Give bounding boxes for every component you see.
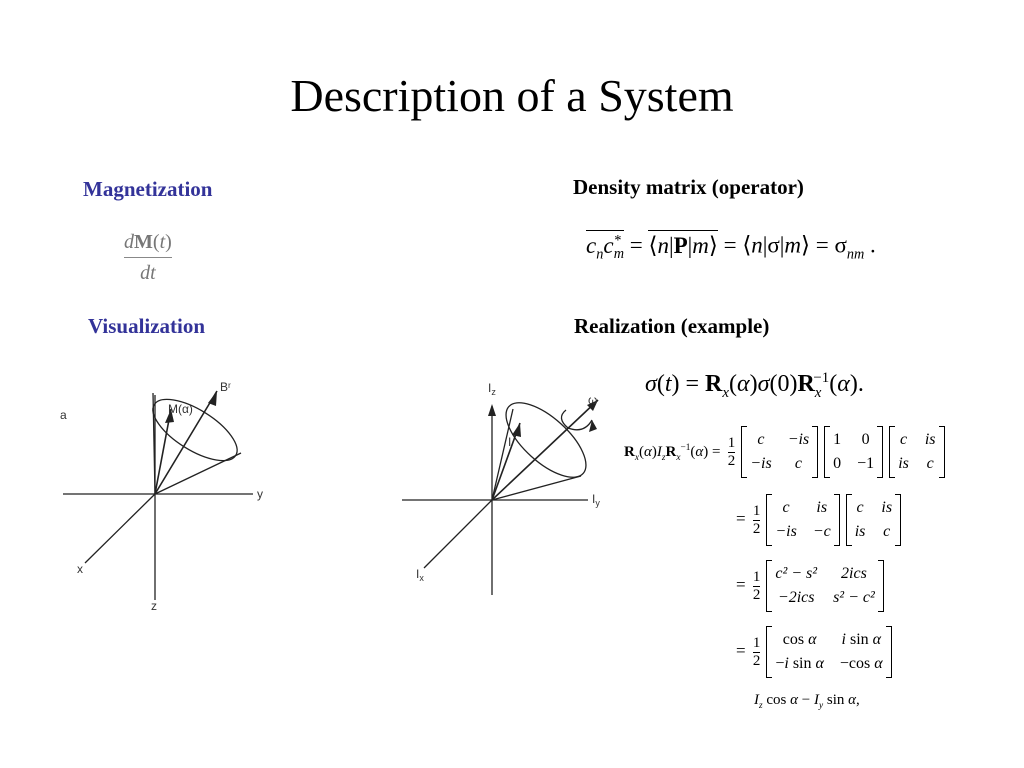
label-x: x xyxy=(77,562,83,576)
iz-arrowhead xyxy=(488,404,496,416)
rotation-arc-arrowhead xyxy=(589,420,597,432)
label-i: I xyxy=(508,435,511,449)
realization-heading: Realization (example) xyxy=(574,314,770,338)
label-omega: ω xyxy=(588,393,597,407)
derivative-denominator: dt xyxy=(140,262,156,284)
time-evolution-equation: σ(t) = Rx(α)σ(0)Rx−1(α). xyxy=(645,370,864,401)
x-axis xyxy=(84,493,156,564)
density-matrix-heading: Density matrix (operator) xyxy=(573,175,804,199)
cone-edge-right xyxy=(154,452,242,495)
rotation-axis-arrowhead xyxy=(587,400,598,411)
precession-cone-ellipse xyxy=(152,398,238,462)
label-a: a xyxy=(60,408,67,422)
density-matrix-equation: cnc*m = ⟨n|P|m⟩ = ⟨n|σ|m⟩ = σnm . xyxy=(586,229,876,263)
visualization-heading: Visualization xyxy=(88,314,206,338)
label-br: Bʳ xyxy=(220,380,231,394)
label-y: y xyxy=(257,487,263,501)
label-iz: Iz xyxy=(488,381,496,397)
ix-axis xyxy=(423,499,493,569)
label-ix: Ix xyxy=(416,567,424,583)
spin-arrowhead xyxy=(512,423,521,437)
derivative-numerator: dM(t) xyxy=(124,231,172,253)
magnetization-vector xyxy=(154,408,172,495)
field-vector xyxy=(154,390,218,495)
spin-cone-ellipse xyxy=(505,402,587,478)
magnetization-derivative: dM(t) dt xyxy=(124,230,172,285)
rotation-axis xyxy=(491,399,599,501)
cone-edge-left xyxy=(152,392,156,495)
spin-cone-diagram: Iz ω I Iy Ix xyxy=(402,381,600,595)
spin-cone-edge-left xyxy=(491,408,514,501)
magnetization-cone-diagram: a Bʳ M(α) y x z xyxy=(60,380,263,613)
spin-vector xyxy=(491,422,521,501)
magnetization-heading: Magnetization xyxy=(83,177,213,201)
label-z: z xyxy=(151,599,157,613)
label-iy: Iy xyxy=(592,492,600,508)
label-m-alpha: M(α) xyxy=(168,402,193,416)
rotation-arrow-arc xyxy=(560,409,593,431)
spin-cone-edge-right xyxy=(491,475,582,501)
magnetization-arrowhead xyxy=(165,409,174,423)
derivation-line-5: Iz cos α − Iy sin α, xyxy=(754,692,860,711)
field-arrowhead xyxy=(208,391,217,406)
slide-title: Description of a System xyxy=(290,70,734,121)
